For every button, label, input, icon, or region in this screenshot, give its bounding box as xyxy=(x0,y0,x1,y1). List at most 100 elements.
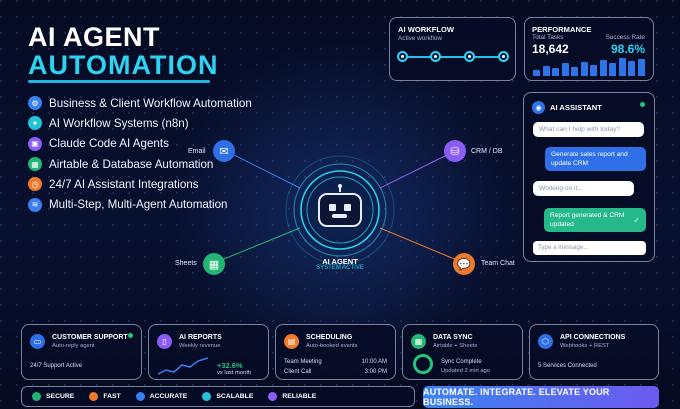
card-detail: 5 Services Connected xyxy=(538,363,597,369)
feature-list: ⚙ Business & Client Workflow Automation … xyxy=(28,93,252,215)
card-subtitle: Webhooks + REST xyxy=(560,343,610,349)
data-sync-card[interactable]: ▦ DATA SYNC Airtable + Sheets Sync Compl… xyxy=(402,324,523,380)
rate-label: Success Rate xyxy=(605,34,645,41)
chat-message: Generate sales report and update CRM xyxy=(545,147,646,171)
ai-reports-card[interactable]: ▯ AI REPORTS Weekly revenue +32.6% vs la… xyxy=(148,324,269,380)
list-item: ≋ Multi-Step, Multi-Agent Automation xyxy=(28,194,252,214)
performance-bars xyxy=(533,58,647,76)
scheduling-card[interactable]: ▤ SCHEDULING Auto-booked events Team Mee… xyxy=(275,324,396,380)
online-indicator xyxy=(640,102,645,107)
chat-icon: ▭ xyxy=(30,334,45,349)
scale-icon xyxy=(202,392,212,401)
workflow-connector xyxy=(402,56,505,58)
performance-bar xyxy=(571,67,578,76)
card-subtitle: Active workflow xyxy=(398,35,443,42)
node-label: CRM / DB xyxy=(471,148,503,155)
list-item: ◷ 24/7 AI Assistant Integrations xyxy=(28,174,252,194)
workflow-card[interactable]: AI WORKFLOW Active workflow xyxy=(389,17,516,81)
progress-ring xyxy=(413,354,433,374)
connection-line xyxy=(225,150,301,189)
bolt-icon xyxy=(89,392,99,401)
event-time: 10:00 AM xyxy=(361,359,387,365)
performance-bar xyxy=(590,65,597,76)
rate-value: 98.6% xyxy=(610,42,645,56)
workflow-node[interactable] xyxy=(430,51,441,62)
sync-status: Sync Complete xyxy=(441,359,482,365)
feature-label: 24/7 AI Assistant Integrations xyxy=(49,177,199,191)
connection-line xyxy=(379,150,456,189)
glow-ring xyxy=(293,163,387,257)
list-item: ⚙ Business & Client Workflow Automation xyxy=(28,93,252,113)
performance-bar xyxy=(618,58,626,76)
feature-label: Multi-Step, Multi-Agent Automation xyxy=(49,198,228,212)
workflow-node[interactable] xyxy=(397,51,408,62)
robot-mouth xyxy=(332,214,347,218)
card-subtitle: Auto-booked events xyxy=(306,343,358,349)
table-icon: ▦ xyxy=(28,157,42,172)
mail-icon: ✉ xyxy=(219,145,229,158)
feature-label: Claude Code AI Agents xyxy=(49,137,169,151)
workflow-node[interactable] xyxy=(464,51,475,62)
grid-icon: ▦ xyxy=(208,258,220,271)
card-title: API CONNECTIONS xyxy=(560,334,626,341)
card-title: SCHEDULING xyxy=(306,334,353,341)
sheets-node[interactable]: ▦ xyxy=(203,253,225,275)
node-label: Email xyxy=(188,148,206,155)
badge-fast: FAST xyxy=(89,392,121,401)
list-item: ▣ Claude Code AI Agents xyxy=(28,134,252,154)
card-title: PERFORMANCE xyxy=(532,25,592,34)
tagline-banner[interactable]: AUTOMATE. INTEGRATE. ELEVATE YOUR BUSINE… xyxy=(423,386,659,408)
chip-icon: ▣ xyxy=(28,136,42,151)
performance-bar xyxy=(533,69,540,76)
card-title: DATA SYNC xyxy=(433,334,473,341)
node-label: Sheets xyxy=(175,260,197,267)
performance-bar xyxy=(542,66,550,76)
performance-bar xyxy=(552,67,559,76)
performance-bar xyxy=(580,61,588,76)
workflow-icon: ✦ xyxy=(28,116,42,131)
email-node[interactable]: ✉ xyxy=(213,140,235,162)
badge-accurate: ACCURATE xyxy=(135,392,187,401)
api-connections-card[interactable]: ⬡ API CONNECTIONS Webhooks + REST 5 Serv… xyxy=(529,324,659,380)
badge-label: RELIABLE xyxy=(282,393,317,400)
assistant-panel[interactable]: ◉ AI ASSISTANT What can I help with toda… xyxy=(523,92,655,262)
workflow-node[interactable] xyxy=(498,51,509,62)
performance-bar xyxy=(561,63,569,76)
performance-bar xyxy=(599,59,607,76)
shield-icon xyxy=(268,392,278,401)
customer-support-card[interactable]: ▭ CUSTOMER SUPPORT Auto-reply agent 24/7… xyxy=(21,324,142,380)
badge-label: SECURE xyxy=(46,393,75,400)
change-value: +32.6% xyxy=(217,361,243,370)
card-title: AI WORKFLOW xyxy=(398,25,455,34)
api-icon: ⬡ xyxy=(538,334,553,349)
chat-message: Working on it... xyxy=(533,181,634,196)
tasks-label: Total Tasks xyxy=(532,34,564,41)
card-detail: 24/7 Support Active xyxy=(30,363,83,369)
check-icon xyxy=(32,392,41,401)
node-label: Team Chat xyxy=(481,260,515,267)
badge-scalable: SCALABLE xyxy=(202,392,253,401)
card-title: AI REPORTS xyxy=(179,334,222,341)
card-subtitle: Auto-reply agent xyxy=(52,343,95,349)
agent-status: SYSTEM ACTIVE xyxy=(316,265,364,271)
target-icon xyxy=(135,392,145,401)
robot-icon: ◉ xyxy=(532,101,545,114)
robot-eye xyxy=(329,204,336,211)
performance-card[interactable]: PERFORMANCE Total Tasks 18,642 Success R… xyxy=(524,17,654,81)
connection-line xyxy=(379,227,465,264)
event-time: 3:00 PM xyxy=(364,369,387,375)
badge-reliable: RELIABLE xyxy=(268,392,316,401)
feature-label: Business & Client Workflow Automation xyxy=(49,96,252,110)
chat-node[interactable]: 💬 xyxy=(453,253,475,275)
list-item: ✦ AI Workflow Systems (n8n) xyxy=(28,113,252,133)
sync-updated: Updated 2 min ago xyxy=(441,368,490,374)
message-input[interactable]: Type a message... xyxy=(533,241,646,255)
card-subtitle: Airtable + Sheets xyxy=(433,343,478,349)
tasks-value: 18,642 xyxy=(532,42,569,56)
crm-node[interactable]: ⛁ xyxy=(444,140,466,162)
agent-name: AI AGENT xyxy=(322,257,358,266)
glow-ring xyxy=(285,155,395,265)
badge-label: FAST xyxy=(103,393,121,400)
badge-label: SCALABLE xyxy=(216,393,254,400)
chat-message-text: Report generated & CRM updated xyxy=(550,212,625,228)
